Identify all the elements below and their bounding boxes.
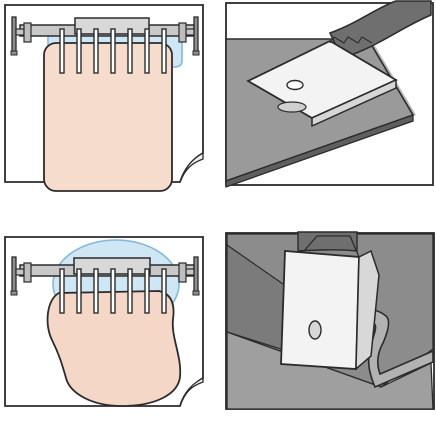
bracket-icon (225, 231, 435, 410)
bracket-shoulder (303, 235, 360, 258)
clamp-frame-icon (4, 236, 204, 407)
pink-sheet (43, 42, 173, 192)
panel-clamp-small-sheet (4, 3, 206, 192)
left-screw-icon (10, 16, 32, 56)
panel-metal-bracket-folded-sheet (225, 231, 435, 410)
clamp-frame-icon (4, 4, 204, 192)
metal-tab-edge (311, 78, 397, 128)
bracket-side (355, 249, 380, 371)
bracket-hole (308, 320, 322, 340)
right-screw-icon (178, 16, 200, 56)
clamp-pins (59, 268, 167, 314)
metal-tab-icon (225, 0, 434, 188)
panel-metal-tab-on-board (225, 0, 434, 188)
board-front (225, 114, 414, 188)
base-surface (226, 331, 434, 410)
strap (328, 0, 432, 59)
tab-hole (286, 79, 304, 91)
metal-tab-teeth (329, 36, 373, 44)
paper-curl (179, 151, 204, 183)
tab-shadow-hole (277, 101, 307, 113)
paper-curl (179, 376, 204, 407)
right-screw-icon (178, 256, 200, 296)
pink-large-sheet (46, 290, 182, 407)
bracket-front (280, 250, 360, 370)
left-screw-icon (10, 256, 32, 296)
clamp-pins (59, 28, 167, 74)
panel-clamp-large-sheet (4, 236, 206, 407)
